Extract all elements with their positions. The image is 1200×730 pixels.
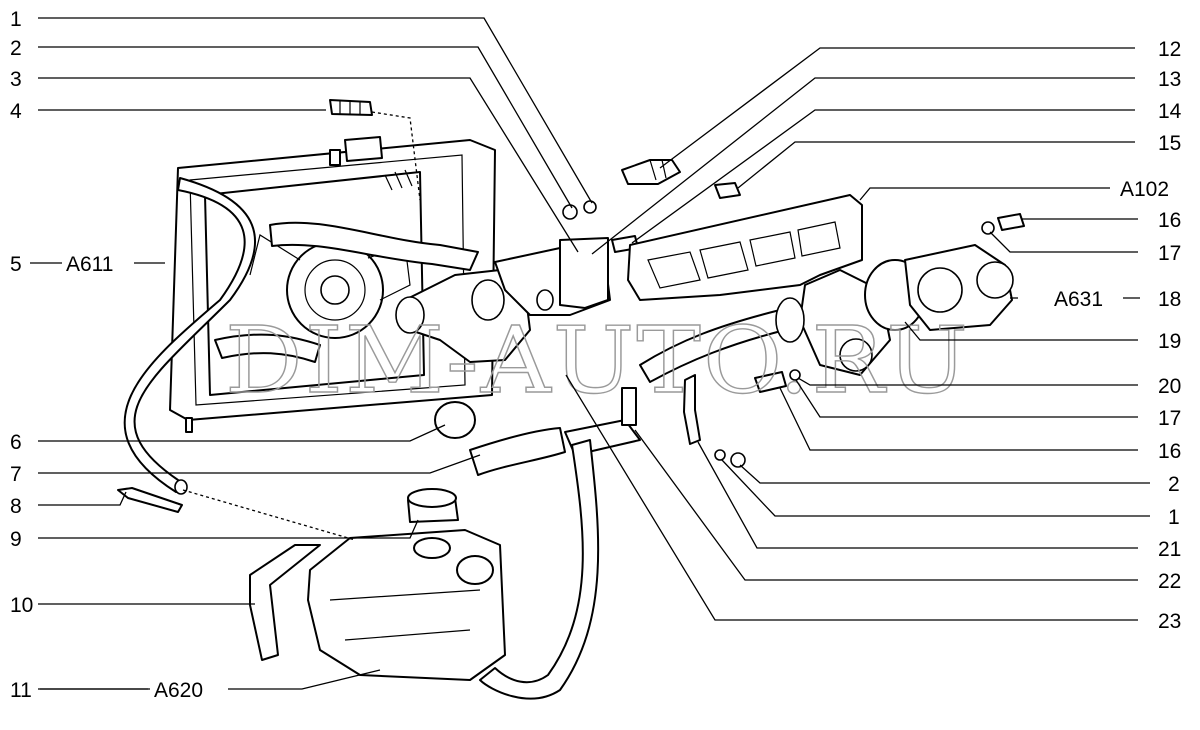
- callout-17-upper: 17: [1158, 242, 1181, 265]
- short-hose: [469, 427, 566, 476]
- callout-16-lower: 16: [1158, 440, 1181, 463]
- callout-15: 15: [1158, 132, 1181, 155]
- callout-16-upper: 16: [1158, 209, 1181, 232]
- callout-13: 13: [1158, 68, 1181, 91]
- pump-washer: [981, 221, 995, 235]
- callout-18: 18: [1158, 288, 1181, 311]
- hose-clip: [117, 487, 183, 513]
- callout-9: 9: [10, 528, 22, 551]
- callout-12: 12: [1158, 38, 1181, 61]
- leader-lines: [38, 17, 1150, 690]
- callout-1-left: 1: [10, 8, 22, 31]
- pump-bolt: [997, 213, 1025, 231]
- pipe-flange: [775, 297, 805, 343]
- callout-19: 19: [1158, 330, 1181, 353]
- callouts-right: 12 13 14 15 A102 16 17 A631 18 19 20 17 …: [1054, 38, 1182, 633]
- thermostat-housing: [395, 237, 611, 363]
- callout-14: 14: [1158, 100, 1182, 123]
- callout-11-ref: A620: [154, 679, 203, 702]
- callout-6: 6: [10, 431, 22, 454]
- callout-7: 7: [10, 463, 22, 486]
- callout-8: 8: [10, 495, 22, 518]
- callout-23: 23: [1158, 610, 1181, 633]
- cylinder-head: [627, 194, 863, 301]
- callout-a102: A102: [1120, 178, 1169, 201]
- callout-4: 4: [10, 100, 22, 123]
- tank-cap: [407, 488, 459, 523]
- expansion-tank: [307, 529, 506, 681]
- callout-21: 21: [1158, 538, 1181, 561]
- callout-5: 5: [10, 253, 22, 276]
- callout-10: 10: [10, 594, 33, 617]
- callout-2-right: 2: [1168, 473, 1180, 496]
- lower-radiator-hose: [214, 333, 321, 363]
- bolt-lower: [754, 371, 787, 393]
- temperature-sensor: [621, 159, 681, 185]
- nut-upper: [562, 204, 578, 220]
- tank-strap: [249, 544, 321, 661]
- return-hose: [479, 439, 600, 700]
- callout-2-left: 2: [10, 37, 22, 60]
- nut-lower: [730, 452, 746, 468]
- washer-lower-2: [714, 449, 726, 461]
- callout-17-lower: 17: [1158, 407, 1181, 430]
- washer-upper: [583, 200, 597, 214]
- callout-18-ref: A631: [1054, 288, 1103, 311]
- callout-22: 22: [1158, 570, 1181, 593]
- water-pump: [799, 244, 1014, 376]
- overflow-tube-end: [174, 479, 188, 495]
- washer-lower: [789, 369, 801, 381]
- watermark: DIM-AUTO.RU: [225, 307, 970, 414]
- plug-bolt: [714, 182, 741, 199]
- callout-1-right: 1: [1168, 506, 1180, 529]
- callouts-left: 1 2 3 4 5 A611 6 7 8 9 10 11 A620: [10, 8, 203, 702]
- temperature-sensor-small: [329, 99, 373, 116]
- upper-radiator-hose: [269, 221, 479, 271]
- callout-20: 20: [1158, 375, 1181, 398]
- pipe-bracket: [683, 374, 701, 445]
- callout-5-ref: A611: [66, 253, 114, 276]
- callout-11: 11: [10, 679, 32, 702]
- hose-clamp: [434, 401, 476, 439]
- callout-3: 3: [10, 68, 22, 91]
